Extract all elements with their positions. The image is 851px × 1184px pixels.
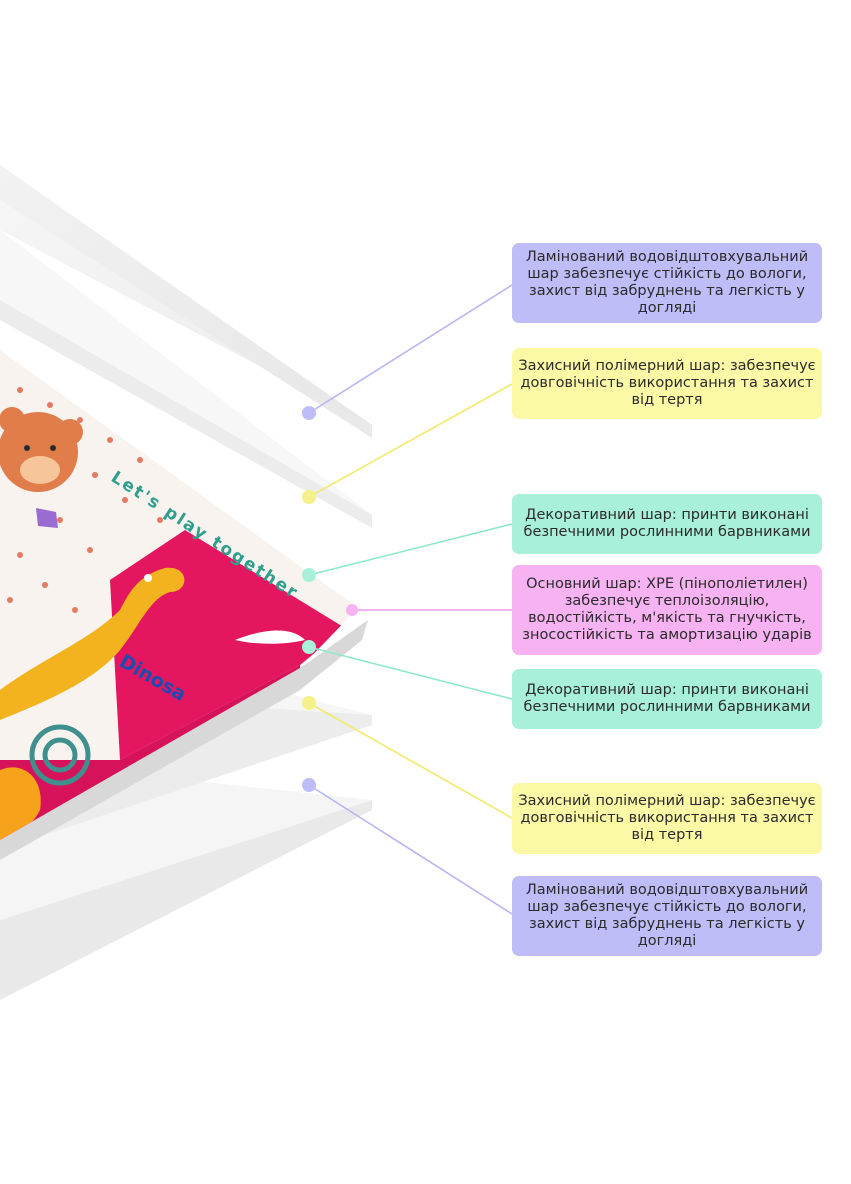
- dot-6: [302, 696, 316, 710]
- connector-1: [308, 284, 513, 414]
- layer-label-polymer-bottom: Захисний полімерний шар: забезпечує довг…: [512, 783, 822, 854]
- top-polymer-sheet: [0, 300, 372, 528]
- dot-5: [302, 640, 316, 654]
- connector-6: [308, 702, 513, 819]
- layer-label-decorative-top: Декоративний шар: принти виконані безпеч…: [512, 494, 822, 554]
- top-polymer-sheet-face: [0, 230, 372, 515]
- layer-label-polymer-top: Захисний полімерний шар: забезпечує довг…: [512, 348, 822, 419]
- connector-5: [308, 646, 513, 700]
- layer-label-laminate-top: Ламінований водовідштовхувальний шар заб…: [512, 243, 822, 323]
- connectors: [308, 284, 513, 915]
- connector-3: [308, 523, 513, 576]
- connector-7: [308, 784, 513, 915]
- dot-4: [346, 604, 358, 616]
- dot-1: [302, 406, 316, 420]
- spiral-decoration: [29, 724, 91, 786]
- purple-shape: [36, 508, 58, 528]
- dot-2: [302, 490, 316, 504]
- bottom-laminate-sheet: [0, 800, 372, 1000]
- connector-2: [308, 383, 513, 498]
- dinosaur-illustration: [0, 567, 185, 720]
- layer-label-core: Основний шар: XPE (пінополіетилен) забез…: [512, 565, 822, 655]
- dinosaur-eye: [144, 574, 152, 582]
- dot-7: [302, 778, 316, 792]
- layer-label-decorative-bottom: Декоративний шар: принти виконані безпеч…: [512, 669, 822, 729]
- orange-blob: [0, 767, 41, 840]
- dot-3: [302, 568, 316, 582]
- connector-dots: [302, 406, 358, 792]
- layer-label-laminate-bottom: Ламінований водовідштовхувальний шар заб…: [512, 876, 822, 956]
- white-wave: [235, 630, 305, 644]
- bear-illustration: [0, 407, 83, 492]
- top-laminate-sheet-face: [0, 165, 372, 425]
- mat-edge: [0, 620, 368, 860]
